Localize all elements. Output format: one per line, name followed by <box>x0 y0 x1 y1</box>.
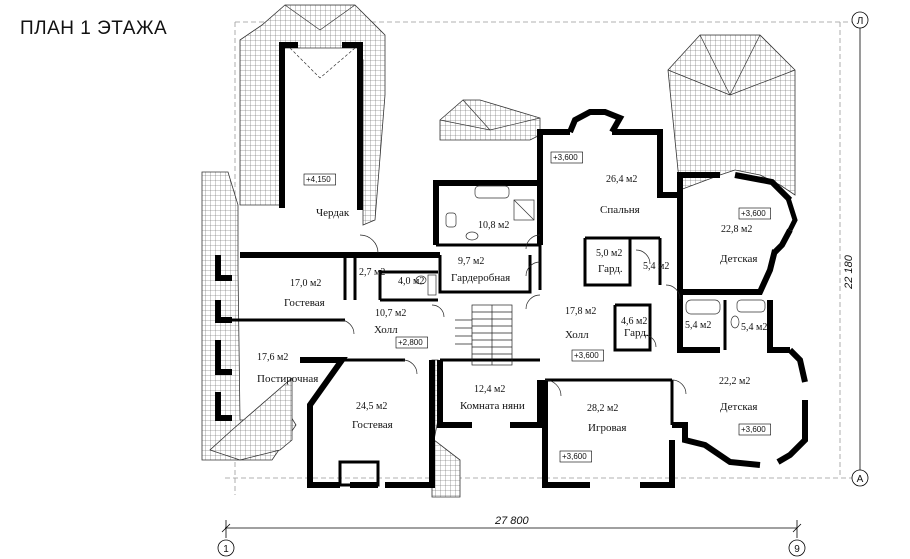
room-area: 2,7 м2 <box>359 267 385 278</box>
room-name: Комната няни <box>460 400 525 412</box>
room-name: Чердак <box>316 207 350 219</box>
room-level-mark-box <box>395 336 428 349</box>
room-area: 4,6 м2 <box>621 316 647 327</box>
room-level-mark: +3,600 <box>574 351 599 360</box>
room-area: 5,4 м2 <box>685 320 711 331</box>
room-level-mark-box <box>550 151 583 164</box>
room-name: Гард. <box>624 327 649 339</box>
room-area: 17,6 м2 <box>257 352 288 363</box>
room-name: Игровая <box>588 422 626 434</box>
room-area: 9,7 м2 <box>458 256 484 267</box>
room-level-mark: +3,600 <box>553 153 578 162</box>
axis-label-bottom: А <box>857 474 864 485</box>
width-dimension: 27 800 <box>494 515 530 527</box>
room-area: 22,2 м2 <box>719 376 750 387</box>
room-area: 10,8 м2 <box>478 220 509 231</box>
room-area: 22,8 м2 <box>721 224 752 235</box>
axis-markers <box>217 11 869 557</box>
axis-label-right: 9 <box>794 544 800 555</box>
room-name: Детская <box>720 253 757 265</box>
axis-label-top: Л <box>857 16 864 27</box>
room-level-mark-box <box>559 450 592 463</box>
room-area: 5,0 м2 <box>596 248 622 259</box>
room-level-mark: +4,150 <box>306 175 331 184</box>
room-area: 17,8 м2 <box>565 306 596 317</box>
room-name: Холл <box>374 324 398 336</box>
room-level-mark: +3,600 <box>562 452 587 461</box>
room-level-mark-box <box>571 349 604 362</box>
room-name: Холл <box>565 329 589 341</box>
walls <box>215 42 808 488</box>
plan-title: ПЛАН 1 ЭТАЖА <box>20 18 168 39</box>
height-dimension: 22 180 <box>843 254 855 290</box>
roof-slopes <box>201 4 796 498</box>
staircase <box>455 304 513 366</box>
room-level-mark: +2,800 <box>398 338 423 347</box>
axis-label-left: 1 <box>223 544 229 555</box>
roof-ridges <box>284 4 796 131</box>
room-name: Гард. <box>598 263 623 275</box>
room-level-mark-box <box>738 423 771 436</box>
room-name: Гардеробная <box>451 272 510 284</box>
room-area: 5,4 м2 <box>741 322 767 333</box>
room-level-mark: +3,600 <box>741 209 766 218</box>
room-level-mark-box <box>303 173 336 186</box>
room-area: 5,4 м2 <box>643 261 669 272</box>
room-area: 10,7 м2 <box>375 308 406 319</box>
room-area: 12,4 м2 <box>474 384 505 395</box>
room-area: 28,2 м2 <box>587 403 618 414</box>
room-labels: Чердак +4,150 10,8 м2 26,4 м2 Спальня +3,600 2… <box>257 151 771 463</box>
room-level-mark: +3,600 <box>741 425 766 434</box>
room-name: Спальня <box>600 204 640 216</box>
room-area: 26,4 м2 <box>606 174 637 185</box>
sanitary-fixtures <box>415 185 766 329</box>
room-area: 4,0 м2 <box>398 276 424 287</box>
room-name: Гостевая <box>284 297 325 309</box>
room-name: Гостевая <box>352 419 393 431</box>
room-area: 17,0 м2 <box>290 278 321 289</box>
room-name: Детская <box>720 401 757 413</box>
room-level-mark-box <box>738 207 771 220</box>
room-area: 24,5 м2 <box>356 401 387 412</box>
room-name: Постирочная <box>257 373 318 385</box>
door-swings <box>339 234 687 397</box>
